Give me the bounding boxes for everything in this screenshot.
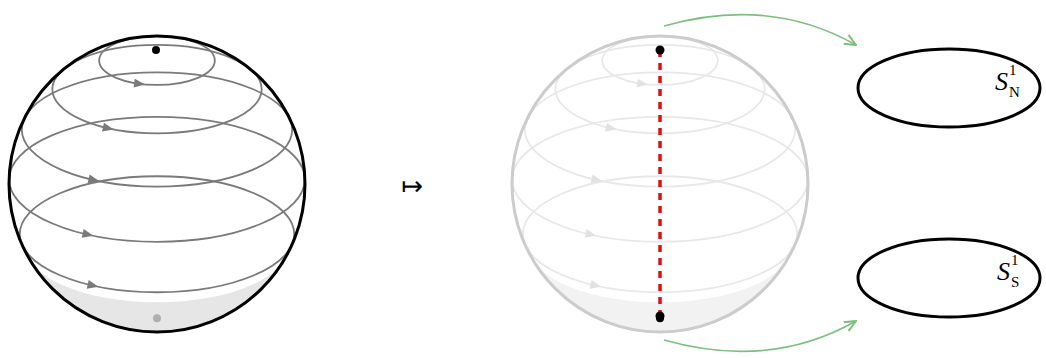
flow-line — [52, 45, 261, 133]
subscript: S — [1011, 275, 1019, 290]
flow-arrowhead — [591, 174, 604, 185]
circle-label: S1S — [997, 251, 1022, 295]
circle-ellipse: S1S — [856, 237, 1042, 319]
flow-arrowhead — [637, 79, 649, 89]
flow-line — [99, 36, 215, 85]
superscript: 1 — [1009, 63, 1017, 78]
flow-arrowhead — [102, 123, 115, 134]
space-symbol: S — [995, 69, 1008, 95]
flow-line — [22, 72, 292, 186]
flow-line — [9, 117, 305, 242]
pole-dot — [152, 46, 160, 54]
space-symbol: S — [997, 259, 1010, 285]
sphere-outline — [512, 36, 808, 332]
flow-arrowhead — [590, 280, 603, 291]
flow-arrowhead — [605, 123, 618, 134]
flow-arrowhead — [88, 174, 101, 185]
flow-arrowhead — [134, 79, 146, 89]
pole-dot — [153, 314, 161, 322]
sphere-outline — [9, 36, 305, 332]
map-arrow — [664, 321, 856, 351]
pole-dot — [656, 46, 665, 55]
flow-line — [20, 176, 294, 292]
maps-to-symbol: ↦ — [401, 171, 423, 201]
cut-line — [658, 50, 662, 316]
pole-dot — [656, 312, 665, 321]
flow-arrowhead — [82, 229, 95, 240]
flow-arrowhead — [585, 229, 598, 240]
map-arrow — [664, 15, 856, 45]
circle-label: S1N — [995, 61, 1022, 105]
flow-arrowhead — [87, 280, 100, 291]
superscript: 1 — [1011, 253, 1019, 268]
subscript: N — [1009, 85, 1020, 100]
circle-ellipse: S1N — [856, 47, 1042, 129]
